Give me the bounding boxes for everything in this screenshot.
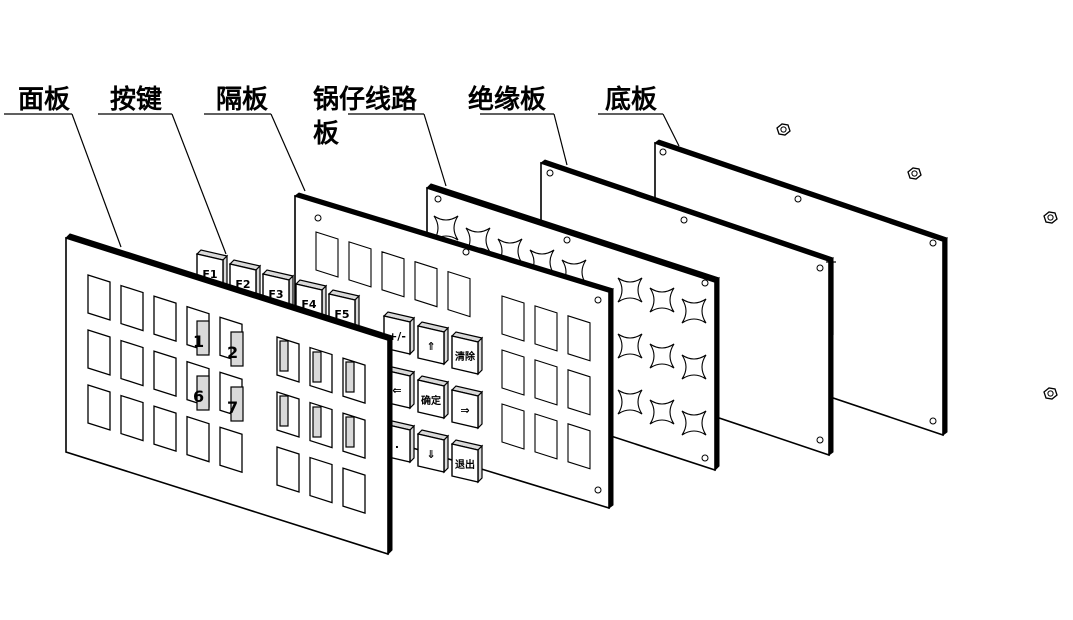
metal-dome xyxy=(681,298,707,324)
label-dome-board-line2: 板 xyxy=(313,119,339,149)
spacer-cutout xyxy=(534,359,558,406)
panel-window xyxy=(120,284,144,332)
key-ctrl-2-2-label: 退出 xyxy=(455,458,475,471)
key-cap-face xyxy=(451,443,479,483)
nut-3 xyxy=(1043,211,1058,224)
key-cap-side xyxy=(279,395,289,427)
key-cap-face xyxy=(451,335,479,375)
key-1-label: 1 xyxy=(193,332,204,351)
spacer-cutout xyxy=(534,413,558,460)
spacer-cutout xyxy=(567,369,591,416)
key-cap-side xyxy=(230,331,244,367)
label-face-panel: 面板 xyxy=(18,85,70,115)
panel-window xyxy=(87,274,111,321)
nut-2 xyxy=(907,167,922,180)
metal-dome xyxy=(681,410,707,436)
key-ctrl-2-1-label: ⇓ xyxy=(426,448,435,461)
panel-window xyxy=(186,415,210,463)
label-keys: 按键 xyxy=(110,84,162,115)
key-cap-side xyxy=(230,386,244,422)
face-panel: 1 2 6 7 xyxy=(65,233,393,556)
key-ctrl-0-0-label: +/- xyxy=(388,330,406,343)
metal-dome xyxy=(617,277,643,303)
spacer-cutout xyxy=(414,260,438,308)
metal-dome xyxy=(681,354,707,380)
key-cap-face xyxy=(451,389,479,429)
panel-window xyxy=(276,446,300,493)
nut-1 xyxy=(776,123,791,136)
key-ctrl-1-1-label: 确定 xyxy=(421,394,441,407)
metal-dome xyxy=(649,287,675,313)
spacer-cutout xyxy=(501,295,525,342)
panel-window xyxy=(219,426,243,474)
label-dome-board-line1: 锅仔线路 xyxy=(313,84,418,115)
key-cap-side xyxy=(312,406,322,438)
panel-window xyxy=(309,456,333,504)
panel-window xyxy=(153,295,177,343)
key-cap-side xyxy=(345,361,355,393)
spacer-cutout xyxy=(534,305,558,352)
label-base: 底板 xyxy=(605,84,657,115)
panel-window xyxy=(153,350,177,398)
spacer-cutout xyxy=(501,403,525,450)
nut-4 xyxy=(1043,387,1058,400)
key-cap-side xyxy=(196,320,210,356)
panel-key-windows: 1 2 6 7 xyxy=(87,274,366,515)
key-ctrl-1-0-label: ⇐ xyxy=(392,384,401,397)
key-cap-side xyxy=(196,375,210,411)
key-6-label: 6 xyxy=(193,387,204,406)
key-cap-side xyxy=(279,340,289,372)
callouts: 面板 按键 隔板 锅仔线路 板 绝缘板 底板 xyxy=(4,84,680,255)
key-f5-label: F5 xyxy=(334,308,349,321)
spacer-cutout xyxy=(567,315,591,362)
key-f4-label: F4 xyxy=(301,298,317,311)
spacer-cutout xyxy=(315,231,339,278)
spacer-cutout xyxy=(447,270,471,318)
panel-window xyxy=(153,405,177,453)
key-cap-side xyxy=(345,416,355,448)
spacer-cutout xyxy=(381,251,405,298)
spacer-cutout xyxy=(567,423,591,470)
key-7-label: 7 xyxy=(227,398,238,417)
metal-dome xyxy=(649,399,675,425)
metal-dome xyxy=(433,215,459,241)
panel-window xyxy=(120,394,144,442)
metal-dome xyxy=(649,343,675,369)
spacer-cutouts xyxy=(315,231,591,470)
label-insulation: 绝缘板 xyxy=(468,84,546,115)
key-cap-face xyxy=(417,325,445,365)
metal-dome xyxy=(617,333,643,359)
panel-window xyxy=(87,384,111,431)
panel-window xyxy=(342,467,366,515)
mounting-nuts xyxy=(776,123,1058,400)
key-ctrl-2-0-label: . xyxy=(395,438,399,451)
key-cap-face xyxy=(417,433,445,473)
key-ctrl-0-2-label: 清除 xyxy=(455,350,476,363)
key-ctrl-0-1-label: ⇑ xyxy=(426,340,435,353)
metal-dome-grid xyxy=(433,215,707,436)
key-2-label: 2 xyxy=(227,343,238,362)
panel-window xyxy=(120,339,144,387)
label-spacer: 隔板 xyxy=(216,85,268,115)
metal-dome xyxy=(617,389,643,415)
spacer-cutout xyxy=(501,349,525,396)
key-cap-side xyxy=(312,351,322,383)
key-cap-face xyxy=(417,379,445,419)
panel-window xyxy=(87,329,111,376)
spacer-cutout xyxy=(348,241,372,288)
key-ctrl-1-2-label: ⇒ xyxy=(460,404,469,417)
